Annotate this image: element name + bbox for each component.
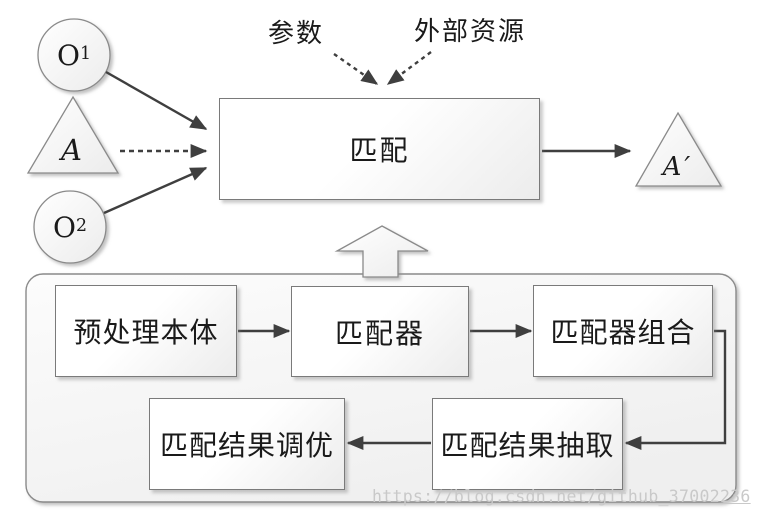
alignment-a-prime-label: A′ [646, 148, 710, 186]
step-result-tuning-box: 匹配结果调优 [149, 398, 345, 490]
o1-base: O [56, 38, 80, 72]
connector-o1-to-match [105, 70, 208, 131]
step-preprocess-ontology-label: 预处理本体 [73, 316, 219, 349]
step-result-tuning-label: 匹配结果调优 [159, 429, 334, 462]
connector-o2-to-match [103, 166, 208, 215]
a-prime-letter: A′ [662, 152, 694, 182]
step-result-extraction-label: 匹配结果抽取 [440, 429, 615, 462]
step-matcher-box: 匹配器 [291, 286, 469, 377]
step-preprocess-ontology-box: 预处理本体 [55, 285, 237, 377]
alignment-a-triangle [26, 95, 120, 174]
connector-parameters-to-match-dashed [333, 53, 379, 85]
step-matcher-label: 匹配器 [334, 316, 425, 350]
alignment-a-prime-triangle [634, 111, 723, 187]
ontology-o1-circle [37, 18, 111, 92]
step-matcher-combination-box: 匹配器组合 [533, 285, 713, 377]
connector-combination-to-extraction [624, 329, 727, 450]
step-matcher-combination-label: 匹配器组合 [550, 316, 696, 349]
parameters-label: 参数 [267, 19, 324, 49]
external-resources-label: 外部资源 [413, 17, 526, 47]
connector-external-resources-to-match-dashed [386, 51, 432, 85]
step-result-extraction-box: 匹配结果抽取 [432, 398, 623, 490]
watermark-url: https://blog.csdn.net/github_37002236 [372, 487, 751, 506]
block-arrow-up-icon [334, 225, 429, 278]
a-letter: A [61, 133, 85, 167]
match-process-label: 匹配 [349, 134, 410, 167]
o2-base: O [52, 210, 76, 244]
o2-subscript: 2 [75, 216, 87, 237]
o1-subscript: 1 [79, 44, 91, 65]
alignment-a-label: A [43, 130, 103, 170]
ontology-o2-circle [33, 190, 107, 264]
match-process-box: 匹配 [219, 98, 540, 200]
